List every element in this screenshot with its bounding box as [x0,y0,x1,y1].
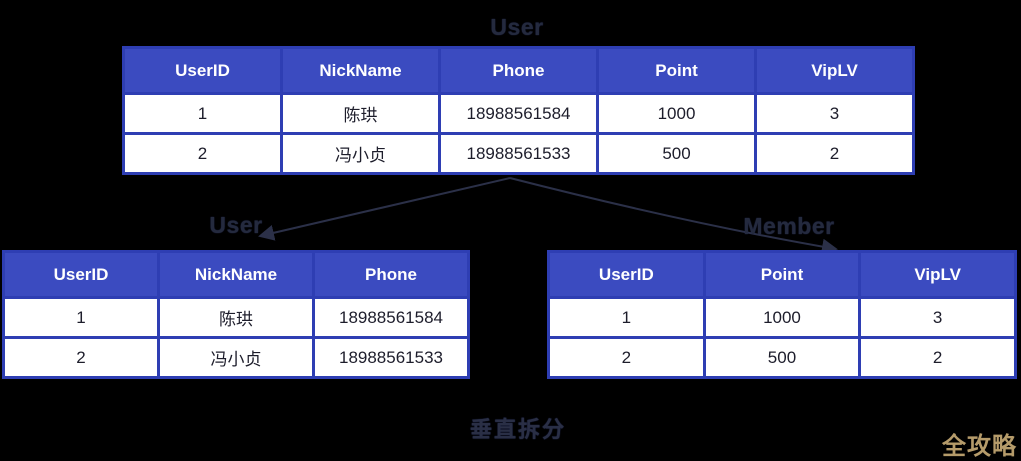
table-cell: 2 [547,336,706,379]
table-header-row: UserID NickName Phone [2,250,470,299]
table-row: 1 1000 3 [547,296,1017,339]
table-title-user-full: User [490,14,544,40]
arrow-to-user-split [258,177,511,241]
table-row: 2 500 2 [547,336,1017,379]
table-member-split: UserID Point VipLV 1 1000 3 2 500 2 [547,250,1017,379]
table-cell: 3 [858,296,1017,339]
table-cell: 500 [702,336,862,379]
table-row: 1 陈珙 18988561584 [2,296,470,339]
header-cell: NickName [157,250,315,299]
table-cell: 陈珙 [280,92,441,135]
table-cell: 18988561533 [438,132,599,175]
table-cell: 1 [122,92,283,135]
table-cell: 18988561584 [438,92,599,135]
table-cell: 1 [2,296,160,339]
table-cell: 陈珙 [157,296,315,339]
table-row: 1 陈珙 18988561584 1000 3 [122,92,915,135]
table-cell: 3 [754,92,915,135]
table-title-user-split: User [209,212,263,238]
table-row: 2 冯小贞 18988561533 [2,336,470,379]
header-cell: Phone [312,250,470,299]
table-cell: 2 [858,336,1017,379]
header-cell: UserID [122,46,283,95]
table-cell: 1 [547,296,706,339]
table-header-row: UserID Point VipLV [547,250,1017,299]
header-cell: Point [596,46,757,95]
header-cell: VipLV [858,250,1017,299]
header-cell: Phone [438,46,599,95]
table-cell: 18988561584 [312,296,470,339]
table-cell: 2 [122,132,283,175]
table-cell: 2 [2,336,160,379]
header-cell: UserID [2,250,160,299]
split-type-label: 垂直拆分 [469,417,567,442]
table-cell: 冯小贞 [280,132,441,175]
header-cell: Point [702,250,862,299]
table-cell: 1000 [702,296,862,339]
watermark-text: 全攻略 [942,433,1017,460]
header-cell: NickName [280,46,441,95]
table-user-full: UserID NickName Phone Point VipLV 1 陈珙 1… [122,46,915,175]
header-cell: UserID [547,250,706,299]
table-cell: 18988561533 [312,336,470,379]
table-cell: 500 [596,132,757,175]
table-row: 2 冯小贞 18988561533 500 2 [122,132,915,175]
table-cell: 1000 [596,92,757,135]
table-cell: 2 [754,132,915,175]
header-cell: VipLV [754,46,915,95]
table-title-member-split: Member [743,213,835,239]
table-cell: 冯小贞 [157,336,315,379]
table-user-split: UserID NickName Phone 1 陈珙 18988561584 2… [2,250,470,379]
table-header-row: UserID NickName Phone Point VipLV [122,46,915,95]
